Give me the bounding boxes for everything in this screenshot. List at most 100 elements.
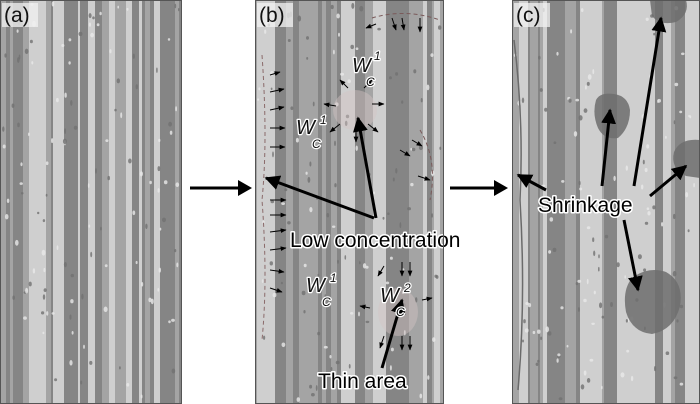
droplet: [51, 312, 55, 315]
droplet: [19, 182, 23, 185]
droplet: [175, 106, 178, 112]
svg-text:W: W: [306, 275, 327, 297]
droplet: [351, 2, 355, 9]
droplet: [389, 365, 392, 371]
droplet: [78, 31, 83, 37]
fiber-stripe: [595, 0, 600, 404]
droplet: [158, 138, 161, 142]
droplet: [162, 217, 166, 223]
droplet: [392, 177, 395, 182]
fiber-stripe: [580, 0, 586, 404]
droplet: [295, 137, 299, 143]
droplet: [521, 97, 525, 104]
fiber-stripe: [512, 0, 519, 404]
droplet: [418, 145, 423, 151]
droplet: [68, 38, 72, 42]
droplet: [62, 138, 67, 144]
droplet: [586, 278, 589, 285]
fiber-stripe: [522, 0, 528, 404]
droplet: [287, 221, 291, 225]
svg-text:W: W: [296, 117, 317, 139]
droplet: [395, 168, 398, 174]
fiber-stripe: [401, 0, 409, 404]
droplet: [344, 120, 348, 127]
fiber-stripe: [379, 0, 386, 404]
droplet: [348, 364, 351, 369]
droplet: [301, 290, 306, 296]
droplet: [403, 330, 406, 336]
droplet: [599, 302, 603, 309]
fiber-stripe: [681, 0, 685, 404]
droplet: [114, 108, 117, 112]
droplet: [578, 180, 581, 186]
droplet: [687, 229, 690, 233]
svg-text:C: C: [312, 137, 321, 151]
droplet: [630, 375, 634, 382]
droplet: [326, 235, 329, 239]
fiber-stripe: [373, 0, 379, 404]
panel-b: W 1 C W 1 C W 1 C W 2 C Low concentratio…: [255, 0, 462, 404]
dashed-edge-right: [419, 129, 433, 201]
droplet: [56, 97, 59, 103]
panel-c-label-bg: [514, 3, 550, 27]
transition-arrow-a-b: [190, 180, 252, 196]
droplet: [116, 78, 121, 84]
droplet: [679, 110, 683, 114]
fiber-stripe: [16, 0, 23, 404]
droplet: [592, 237, 595, 242]
fiber-stripe: [80, 0, 88, 404]
droplet: [290, 106, 294, 110]
droplet: [99, 11, 102, 16]
droplet: [107, 175, 110, 181]
droplet: [174, 249, 177, 253]
droplet: [119, 366, 121, 370]
droplet: [373, 191, 376, 195]
droplet: [395, 72, 399, 76]
droplet: [646, 144, 650, 149]
svg-text:W: W: [380, 285, 401, 307]
fiber-stripe: [675, 0, 681, 404]
fiber-stripe: [663, 0, 669, 404]
droplet: [350, 44, 355, 50]
fiber-stripe: [126, 0, 132, 404]
thin-area-label: Thin area: [318, 370, 407, 393]
droplet: [575, 98, 580, 102]
fiber-stripe: [396, 0, 401, 404]
droplet: [312, 101, 315, 107]
fiber-stripe: [64, 0, 71, 404]
droplet: [311, 393, 315, 397]
droplet: [317, 331, 321, 336]
droplet: [2, 126, 5, 132]
droplet: [593, 250, 596, 257]
droplet: [427, 375, 430, 380]
droplet: [560, 306, 564, 310]
droplet: [56, 245, 59, 250]
droplet: [586, 226, 591, 230]
droplet: [158, 267, 161, 273]
droplet: [171, 368, 176, 374]
fiber-stripe: [139, 0, 142, 404]
droplet: [359, 5, 364, 12]
droplet: [365, 320, 370, 324]
droplet: [548, 250, 552, 254]
droplet: [29, 39, 33, 44]
fiber-stripe: [275, 0, 280, 404]
droplet: [598, 266, 600, 272]
droplet: [418, 239, 421, 246]
droplet: [653, 32, 656, 36]
droplet: [64, 92, 67, 98]
droplet: [693, 183, 695, 188]
fiber-stripe: [392, 0, 396, 404]
droplet: [335, 102, 339, 107]
fiber-stripe: [640, 0, 642, 404]
droplet: [573, 131, 578, 137]
droplet: [580, 8, 584, 13]
fiber-stripe: [415, 0, 423, 404]
fiber-stripe: [547, 0, 554, 404]
droplet: [685, 192, 689, 198]
droplet: [652, 205, 656, 210]
droplet: [326, 213, 330, 218]
droplet: [81, 293, 84, 300]
droplet: [387, 212, 390, 215]
droplet: [309, 207, 313, 213]
